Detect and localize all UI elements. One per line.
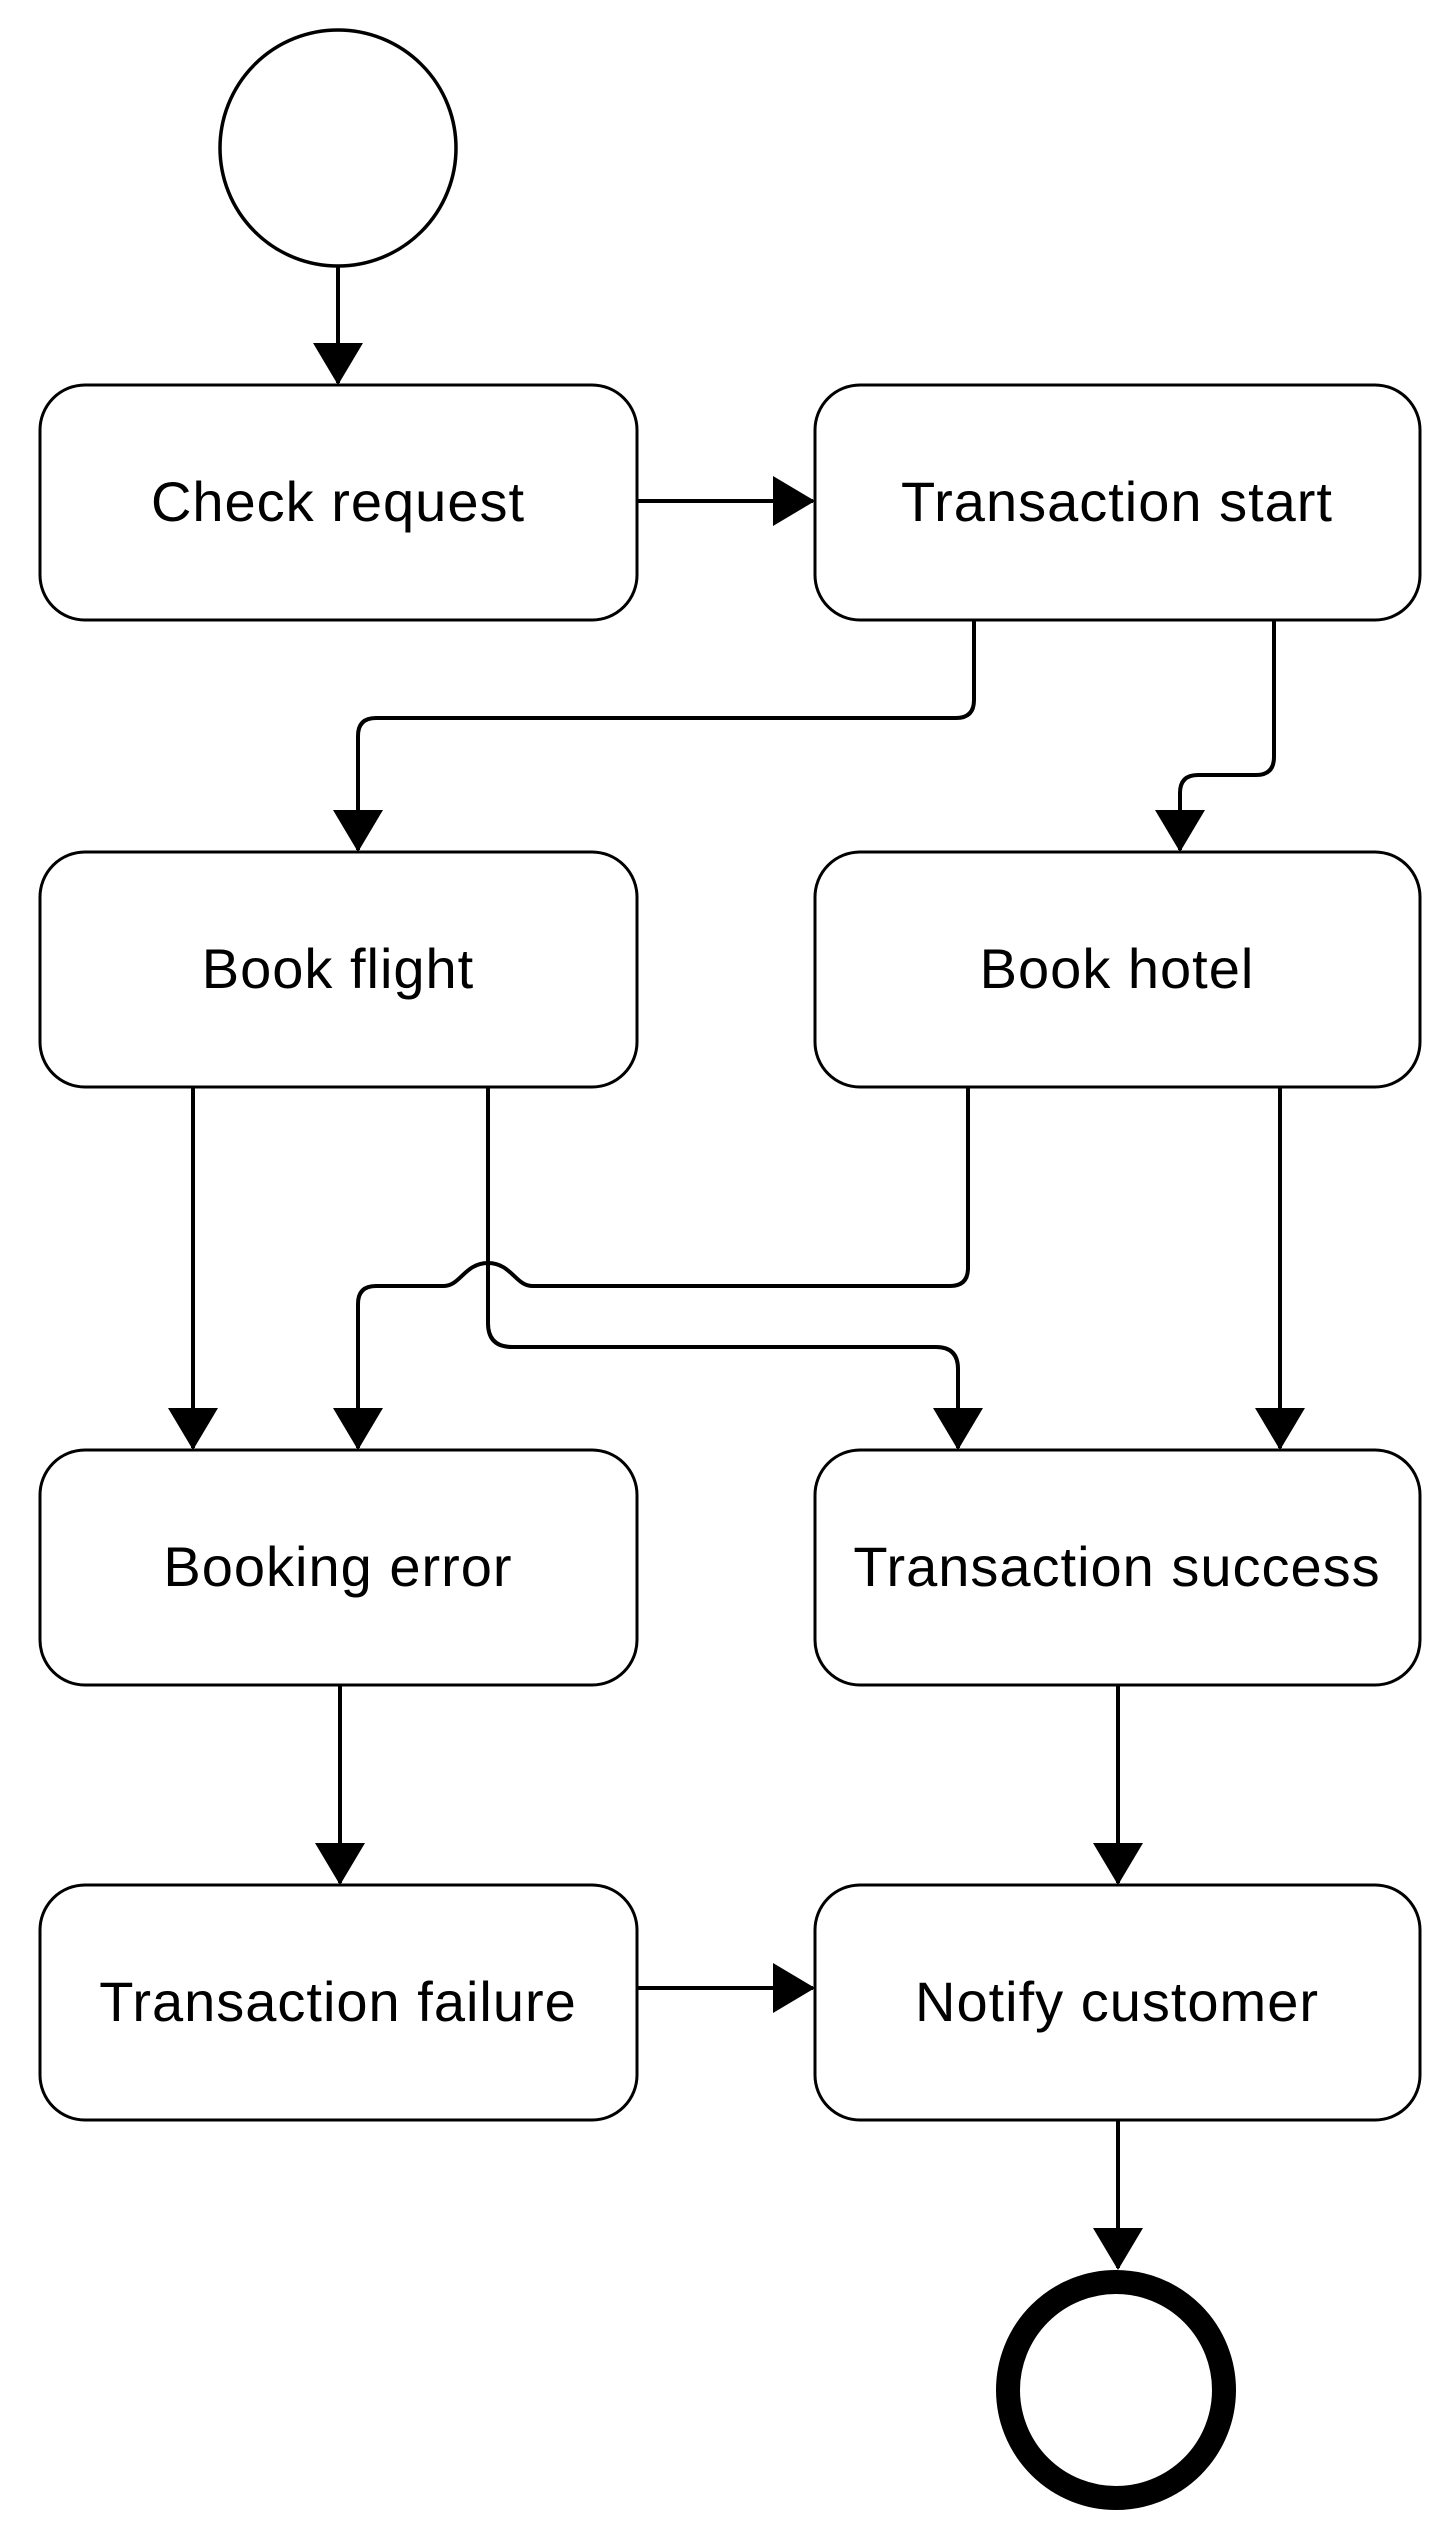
edge-transaction-start-to-book-hotel xyxy=(1155,620,1276,852)
task-notify-customer xyxy=(813,1883,1422,2122)
task-transaction-success xyxy=(813,1448,1422,1687)
task-transaction-start xyxy=(813,383,1422,622)
task-label-book-hotel: Book hotel xyxy=(980,937,1255,1000)
edge-transaction-start-to-book-flight xyxy=(333,620,976,852)
end-event-circle xyxy=(996,2270,1236,2510)
task-book-hotel xyxy=(813,850,1422,1089)
task-label-booking-error: Booking error xyxy=(163,1535,512,1598)
task-label-book-flight: Book flight xyxy=(202,937,475,1000)
task-label-transaction-start: Transaction start xyxy=(901,470,1333,533)
edge-book-hotel-to-booking-error xyxy=(333,1087,970,1450)
task-book-flight xyxy=(38,850,639,1089)
task-label-check-request: Check request xyxy=(151,470,525,533)
task-label-transaction-success: Transaction success xyxy=(853,1535,1380,1598)
task-transaction-failure xyxy=(38,1883,639,2122)
task-booking-error xyxy=(38,1448,639,1687)
start-event-circle xyxy=(218,28,458,268)
edge-book-flight-to-transaction-success xyxy=(486,1087,983,1450)
task-label-notify-customer: Notify customer xyxy=(915,1970,1319,2033)
task-check-request xyxy=(38,383,639,622)
task-label-transaction-failure: Transaction failure xyxy=(99,1970,577,2033)
